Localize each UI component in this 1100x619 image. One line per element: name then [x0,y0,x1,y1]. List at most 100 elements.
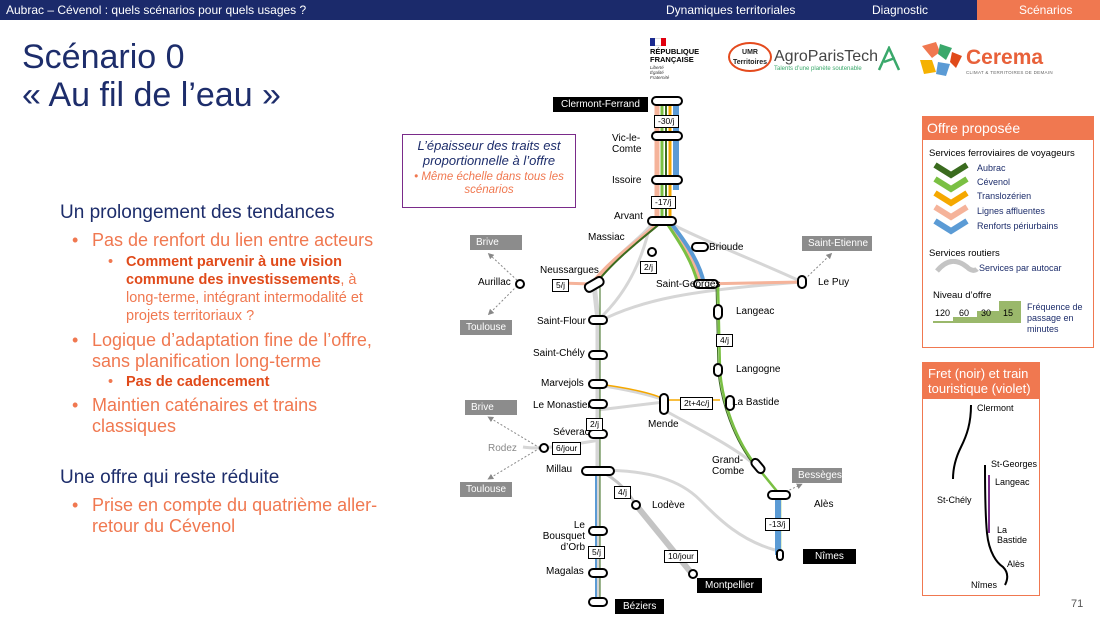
offer-box: 4/j [614,486,631,499]
tag-brive-2: Brive [465,400,517,415]
station-stflour: Saint-Flour [537,316,586,327]
offer-box: 6/jour [552,442,582,455]
legend-level-60: 60 [959,308,970,318]
station-grandcombe: Grand-Combe [712,455,745,477]
legend-rail-title: Services ferroviaires de voyageurs [929,148,1075,159]
station-magalas: Magalas [546,566,584,577]
legend-level-30: 30 [981,308,992,318]
station-aurillac: Aurillac [478,277,511,288]
tag-saint-etienne: Saint-Etienne [802,236,872,251]
legend-cevenol: Cévenol [977,177,1011,187]
section-heading-1: Un prolongement des tendances [60,202,335,223]
tab-dynamiques[interactable]: Dynamiques territoriales [666,3,796,17]
legend-rail-swatches [933,162,969,235]
station-markers [515,96,807,607]
offer-box: -13/j [765,518,790,531]
cerema-emblem-icon [920,42,962,76]
section-heading-2: Une offre qui reste réduite [60,467,280,488]
offer-box: 5/j [588,546,605,559]
legend-level-bars [933,301,1021,323]
tab-diagnostic[interactable]: Diagnostic [872,3,929,17]
station-clermont: Clermont-Ferrand [553,97,648,112]
station-millau: Millau [546,464,573,475]
station-lepuy: Le Puy [818,277,850,288]
fret-panel: Fret (noir) et train touristique (violet… [922,362,1040,596]
offer-box: -17/j [651,196,676,209]
bullet-cevenol: Prise en compte du quatrième aller-retou… [60,495,390,537]
bullet-cadencement: Pas de cadencement [60,373,390,391]
offer-box: 2/j [640,261,657,274]
fret-clermont: Clermont [977,403,1014,413]
station-bousquet: Le Bousquet d’Orb [542,520,585,553]
station-massiac: Massiac [588,232,625,243]
fret-ales: Alès [1007,559,1025,569]
station-ales: Alès [814,499,834,510]
legend-periurbains: Renforts périurbains [977,221,1059,231]
offer-box: 5/j [552,279,569,292]
agroparistech-logo: AgroParisTech Talents d’une planète sout… [774,46,904,78]
scenario-description: Un prolongement des tendances Pas de ren… [60,202,390,537]
page-number: 71 [1071,598,1084,610]
station-severac: Séverac [553,427,590,438]
bus-lodeve-montpellier [633,503,696,577]
cerema-logo: Cerema CLIMAT & TERRITOIRES DE DEMAIN [916,38,1062,80]
tag-toulouse-2: Toulouse [460,482,512,497]
station-langeac: Langeac [736,306,775,317]
republique-francaise-logo: RÉPUBLIQUE FRANÇAISE Liberté Égalité Fra… [650,38,710,84]
station-beziers: Béziers [615,599,665,614]
offer-box: -30/j [654,115,679,128]
dotted-connections [487,252,833,498]
page-title: Scénario 0 « Au fil de l’eau » [22,38,281,114]
offer-box: 2t+4c/j [680,397,714,410]
bullet-adaptation: Logique d’adaptation fine de l’offre, sa… [60,330,390,372]
fret-langeac: Langeac [995,477,1030,487]
station-issoire: Issoire [612,175,642,186]
offer-box: 4/j [716,334,733,347]
station-nimes: Nîmes [803,549,856,564]
bullet-acteurs: Pas de renfort du lien entre acteurs [60,230,390,251]
station-langogne: Langogne [736,364,781,375]
top-bar: Aubrac – Cévenol : quels scénarios pour … [0,0,1100,20]
legend-road-title: Services routiers [929,248,1000,259]
document-title: Aubrac – Cévenol : quels scénarios pour … [6,3,307,17]
tag-besseges: Bessèges [792,468,842,483]
tab-scenarios[interactable]: Scénarios [977,0,1100,20]
station-vic: Vic-le-Comte [612,133,642,155]
station-neussargues: Neussargues [540,265,599,276]
legend-level-15: 15 [1003,308,1014,318]
tag-brive-1: Brive [470,235,522,250]
fret-stgeorges: St-Georges [991,459,1038,469]
legend-level-title: Niveau d’offre [933,290,992,301]
bullet-catenaires: Maintien caténaires et trains classiques [60,395,390,437]
station-labastide: La Bastide [732,397,780,408]
station-montpellier: Montpellier [697,578,762,593]
legend-aubrac: Aubrac [977,163,1006,173]
fret-stchely: St-Chély [937,495,972,505]
bullet-vision: Comment parvenir à une vision commune de… [60,253,390,325]
legend-level-120: 120 [935,308,951,318]
legend-affluentes: Lignes affluentes [977,206,1045,216]
fret-labastide: La Bastide [997,525,1028,545]
umr-territoires-logo: UMR Territoires [728,42,772,72]
station-lodeve: Lodève [652,500,685,511]
legend-translozerien: Translozérien [977,191,1032,201]
station-stgeorges: Saint-Georges [656,279,721,290]
legend-header: Offre proposée [923,117,1093,140]
legend-bus-swatch [935,259,979,273]
offer-box: 10/jour [664,550,698,563]
station-arvant: Arvant [614,211,643,222]
fret-nimes: Nîmes [971,580,998,590]
legend-level-desc: Fréquence de passage en minutes [1027,302,1083,334]
offer-legend: Offre proposée Services ferroviaires de … [922,116,1094,348]
offer-box: 2/j [586,418,603,431]
station-brioude: Brioude [709,242,744,253]
legend-autocar: Services par autocar [979,263,1062,273]
station-mende: Mende [648,419,679,430]
fret-diagram [952,404,1009,586]
thickness-note: L’épaisseur des traits est proportionnel… [402,134,576,208]
rodez-label: Rodez [488,443,517,454]
tag-toulouse-1: Toulouse [460,320,512,335]
station-marvejols: Marvejols [541,378,584,389]
fret-header: Fret (noir) et train touristique (violet… [923,363,1039,399]
